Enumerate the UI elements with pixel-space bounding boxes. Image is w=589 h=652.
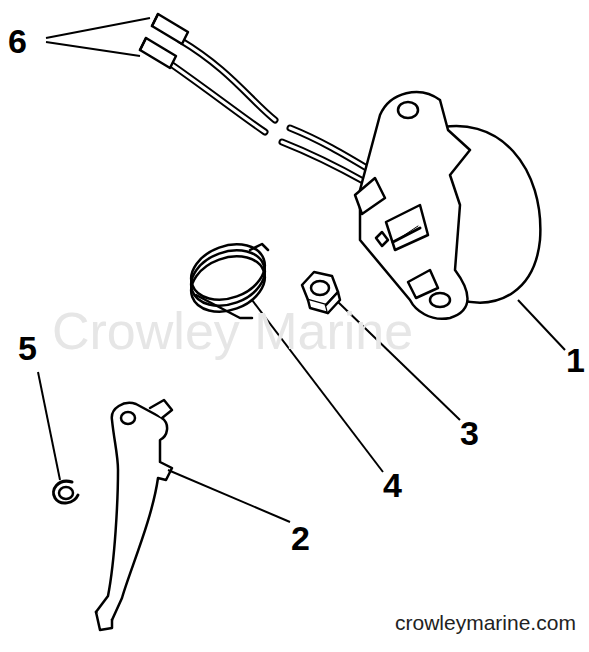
wire-terminal	[140, 14, 188, 68]
retaining-clip	[54, 481, 78, 503]
watermark: Crowley Marine	[52, 305, 413, 357]
callout-number: 3	[460, 416, 479, 450]
switch-body	[355, 92, 540, 319]
wire-lead	[168, 40, 370, 182]
callout-number: 4	[383, 468, 402, 502]
callout-number: 6	[8, 24, 27, 58]
switch-plunger	[376, 226, 420, 246]
callout-number: 1	[566, 343, 585, 377]
watermark-url: crowleymarine.com	[395, 612, 576, 633]
callout-number: 5	[18, 331, 37, 365]
callout-number: 2	[291, 521, 310, 555]
actuating-lever	[96, 400, 172, 630]
leader-line	[38, 18, 565, 522]
